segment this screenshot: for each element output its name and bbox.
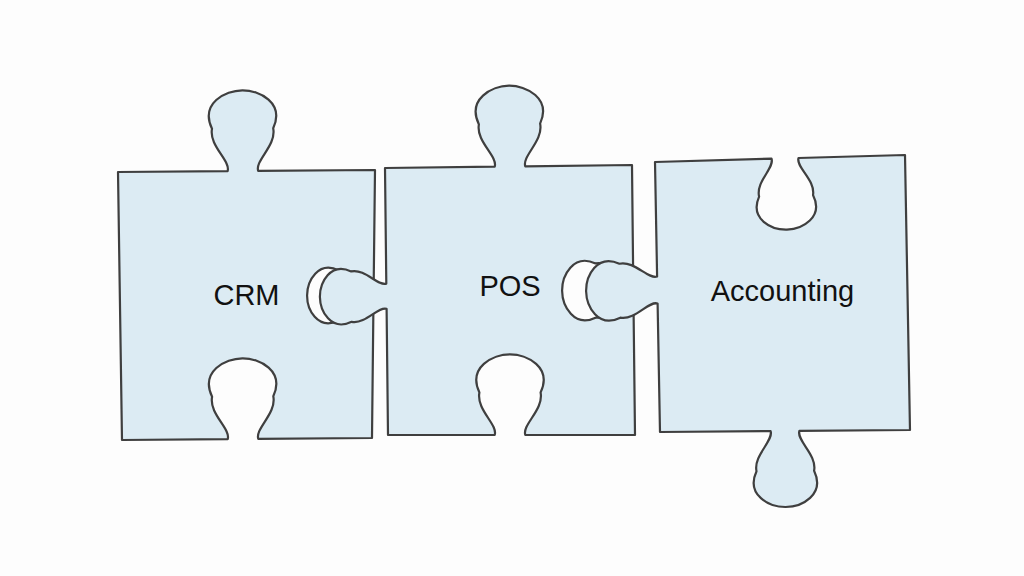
piece-label: POS [479,270,540,303]
puzzle-shape [118,90,375,440]
piece-label: Accounting [711,275,855,308]
puzzle-piece: Accounting [655,155,910,432]
puzzle-shape [320,86,635,435]
puzzle-shape [586,155,910,507]
piece-label: CRM [213,279,279,312]
